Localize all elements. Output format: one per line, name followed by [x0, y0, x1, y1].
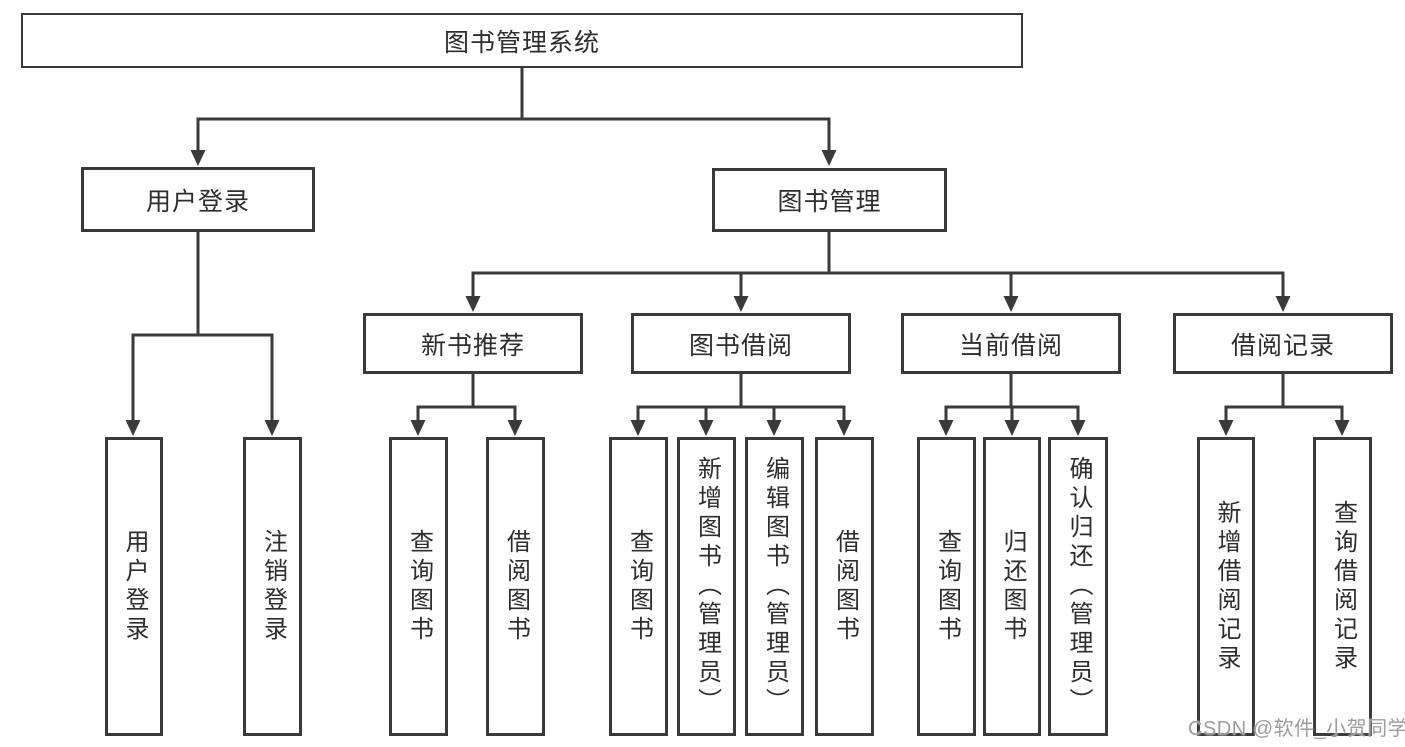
node-user-login-action-label: 用户登录 — [121, 528, 148, 645]
node-confirm-return-admin-label: 确认归还（管理员） — [1065, 456, 1092, 717]
node-add-book-admin-label: 新增图书（管理员） — [693, 456, 721, 717]
node-add-borrow-record-label: 新增借阅记录 — [1213, 499, 1240, 674]
node-borrow-query-books-label: 查询图书 — [625, 528, 653, 645]
node-borrow-query-books: 查询图书 — [609, 437, 668, 736]
node-query-borrow-record: 查询借阅记录 — [1313, 437, 1372, 736]
node-book-borrow: 图书借阅 — [631, 313, 851, 374]
node-borrow-record: 借阅记录 — [1173, 313, 1393, 374]
node-current-query-books: 查询图书 — [917, 437, 976, 736]
node-new-book-recommend-label: 新书推荐 — [420, 331, 525, 360]
node-newbook-query-books-label: 查询图书 — [405, 528, 433, 645]
node-new-book-recommend: 新书推荐 — [363, 313, 583, 374]
node-current-borrow-label: 当前借阅 — [958, 331, 1063, 360]
node-user-login-action: 用户登录 — [105, 437, 163, 736]
node-root-label: 图书管理系统 — [443, 28, 600, 57]
node-borrow-borrow-books-label: 借阅图书 — [831, 528, 859, 645]
node-user-login: 用户登录 — [81, 167, 315, 232]
node-query-borrow-record-label: 查询借阅记录 — [1329, 499, 1357, 674]
node-root: 图书管理系统 — [21, 13, 1023, 68]
node-newbook-borrow-books-label: 借阅图书 — [502, 528, 530, 645]
node-return-books: 归还图书 — [983, 437, 1041, 736]
node-borrow-record-label: 借阅记录 — [1230, 331, 1335, 360]
node-logout-action-label: 注销登录 — [259, 528, 287, 645]
node-book-borrow-label: 图书借阅 — [688, 331, 793, 360]
node-user-login-label: 用户登录 — [145, 187, 250, 216]
node-logout-action: 注销登录 — [243, 437, 302, 736]
node-confirm-return-admin: 确认归还（管理员） — [1048, 437, 1108, 736]
node-borrow-borrow-books: 借阅图书 — [815, 437, 874, 736]
node-current-borrow: 当前借阅 — [901, 313, 1121, 374]
node-current-query-books-label: 查询图书 — [933, 528, 961, 645]
node-newbook-borrow-books: 借阅图书 — [486, 437, 545, 736]
node-edit-book-admin: 编辑图书（管理员） — [745, 437, 804, 736]
node-return-books-label: 归还图书 — [999, 528, 1026, 645]
csdn-watermark: CSDN @软件_小贺同学 — [1188, 718, 1405, 740]
node-edit-book-admin-label: 编辑图书（管理员） — [761, 456, 789, 717]
node-book-management-label: 图书管理 — [777, 188, 882, 216]
node-book-management: 图书管理 — [712, 168, 947, 232]
node-add-borrow-record: 新增借阅记录 — [1197, 437, 1255, 736]
node-add-book-admin: 新增图书（管理员） — [677, 437, 736, 736]
node-newbook-query-books: 查询图书 — [389, 437, 448, 736]
